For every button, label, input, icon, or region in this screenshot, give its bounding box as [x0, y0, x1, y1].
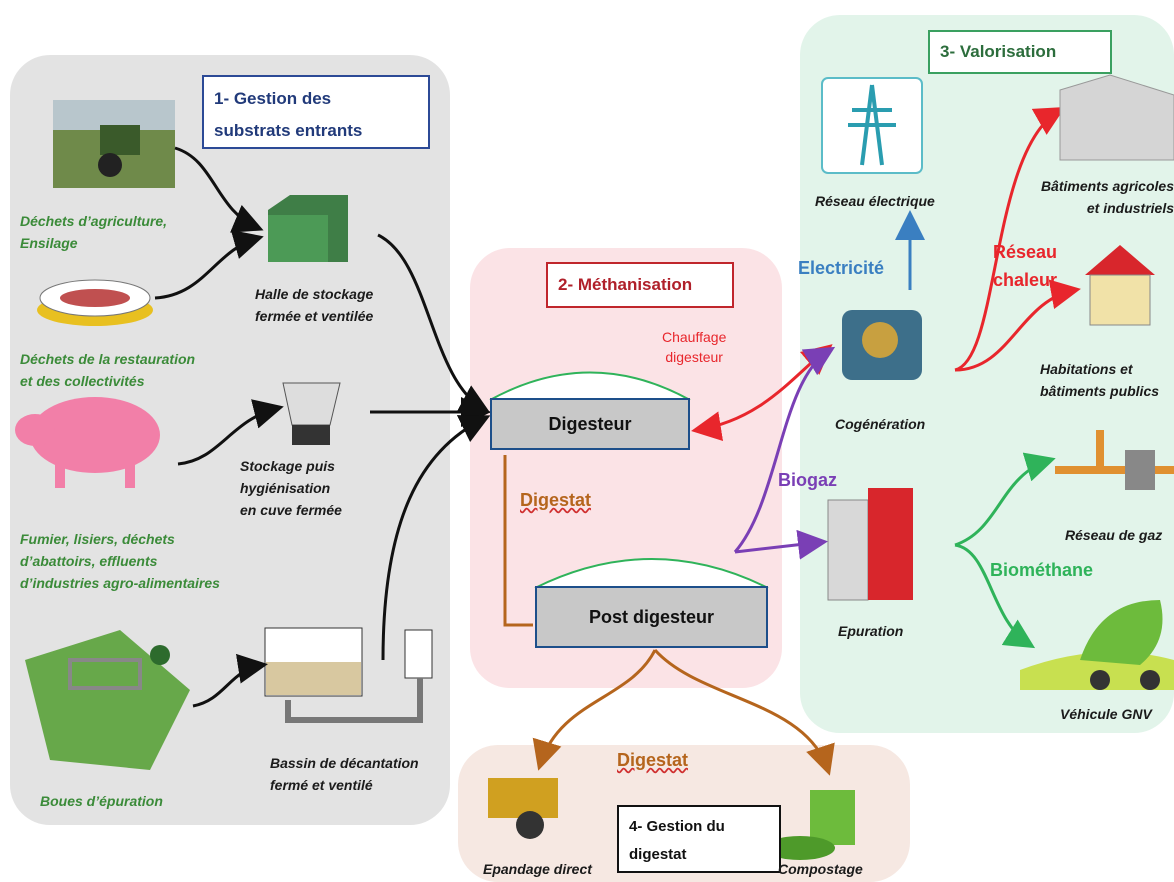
gas-network-icon — [1055, 430, 1174, 490]
tractor-image — [53, 100, 175, 188]
section-title-line: substrats entrants — [214, 121, 363, 140]
label-epandage: Epandage direct — [483, 861, 592, 877]
label-chauffage: Chauffage digesteur — [662, 329, 727, 365]
label-agriculture: Déchets d’agriculture, Ensilage — [20, 213, 168, 251]
label-cogeneration: Cogénération — [835, 416, 926, 432]
label-boues: Boues d’épuration — [40, 793, 163, 809]
label-reseau-electrique: Réseau électrique — [815, 193, 935, 209]
label-cuve: Stockage puis hygiénisation en cuve ferm… — [240, 458, 342, 518]
label-electricite: Electricité — [798, 258, 885, 278]
label-vehicule: Véhicule GNV — [1060, 706, 1152, 722]
purification-icon — [827, 488, 913, 601]
section-title-valorisation: 3- Valorisation — [928, 30, 1112, 74]
label-fumier: Fumier, lisiers, déchets d’abattoirs, ef… — [20, 531, 220, 591]
label-restauration: Déchets de la restauration et des collec… — [20, 351, 196, 389]
cogeneration-icon — [842, 310, 922, 380]
section-title-methanisation: 2- Méthanisation — [546, 262, 734, 308]
post-digesteur: Post digesteur — [535, 586, 768, 648]
label-batiments: Bâtiments agricoles et industriels — [1040, 178, 1174, 216]
section-title-digestat: 4- Gestion du digestat — [617, 805, 781, 873]
label-reseau-chaleur: Réseau chaleur — [993, 242, 1058, 290]
section-title-line: 4- Gestion du — [629, 818, 725, 835]
section-title-line: 1- Gestion des — [214, 89, 332, 108]
label-biomethane: Biométhane — [990, 560, 1094, 580]
section-title-line: digestat — [629, 846, 687, 863]
settling-basin-image — [264, 627, 433, 723]
pig-image — [15, 397, 160, 488]
label-digestat-out: Digestat — [617, 750, 689, 770]
section-title-substrats: 1- Gestion des substrats entrants — [202, 75, 430, 149]
spreader-icon — [488, 778, 558, 839]
restaurant-waste-image — [37, 279, 153, 326]
label-digestat-internal: Digestat — [520, 490, 592, 510]
power-pylon-icon — [821, 77, 923, 174]
digesteur: Digesteur — [490, 398, 690, 450]
label-epuration: Epuration — [838, 623, 904, 639]
industrial-building-icon — [1059, 74, 1174, 161]
ngv-vehicle-icon — [1020, 600, 1174, 690]
compost-bin-icon — [765, 790, 855, 860]
label-bassin: Bassin de décantation fermé et ventilé — [270, 755, 419, 793]
sewage-plant-image — [25, 630, 190, 770]
tank-image — [282, 382, 341, 445]
label-habitations: Habitations et bâtiments publics — [1040, 361, 1160, 399]
storage-hall-image — [268, 195, 348, 262]
label-halle: Halle de stockage fermée et ventilée — [255, 286, 374, 324]
label-reseau-gaz: Réseau de gaz — [1065, 527, 1163, 543]
house-icon — [1085, 245, 1155, 326]
label-biogaz: Biogaz — [778, 470, 838, 490]
label-compostage: Compostage — [778, 861, 863, 877]
